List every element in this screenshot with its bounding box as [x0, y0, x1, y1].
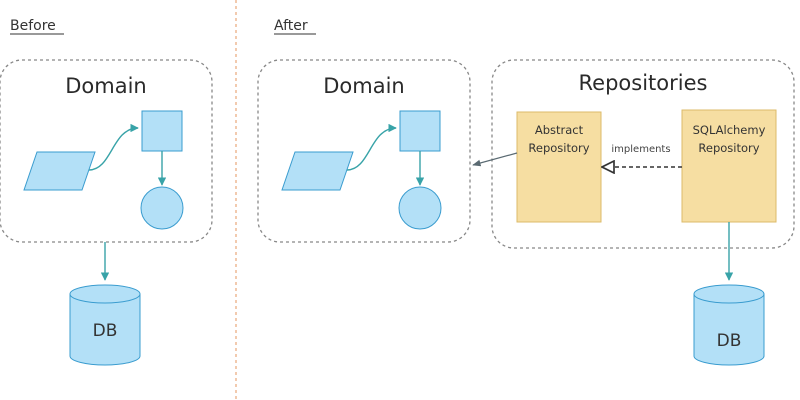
sqlalchemy-repository-label-line1: SQLAlchemy: [693, 123, 766, 137]
after-db-cylinder: [693, 284, 765, 366]
repositories-label: Repositories: [579, 71, 708, 95]
after-circle-shape: [398, 186, 442, 230]
before-heading: Before: [10, 18, 56, 34]
after-square-shape: [399, 110, 441, 152]
after-parallelogram-shape: [281, 151, 354, 191]
abstract-repository-label-line2: Repository: [528, 141, 589, 155]
before-parallelogram-shape: [23, 151, 96, 191]
repositories-group: [491, 59, 795, 249]
sqlalchemy-repository-box: [681, 109, 777, 223]
sqlalchemy-repository-label-line2: Repository: [698, 141, 759, 155]
before-db-cylinder: [69, 284, 141, 366]
after-domain-group: [257, 59, 471, 243]
implements-label: implements: [611, 144, 670, 155]
before-domain-label: Domain: [65, 74, 147, 98]
before-flow-arrow-parallelogram-to-square: [88, 123, 139, 171]
after-domain-label: Domain: [323, 74, 405, 98]
abstract-repository-label-line1: Abstract: [535, 123, 584, 137]
before-domain-group: [0, 59, 213, 243]
before-circle-shape: [140, 186, 184, 230]
before-square-shape: [141, 110, 183, 152]
after-heading: After: [274, 18, 308, 34]
after-db-label: DB: [717, 331, 742, 351]
after-flow-arrow-parallelogram-to-square: [346, 123, 397, 171]
abstract-repo-to-domain-arrow: [472, 152, 518, 167]
before-db-label: DB: [93, 321, 118, 341]
